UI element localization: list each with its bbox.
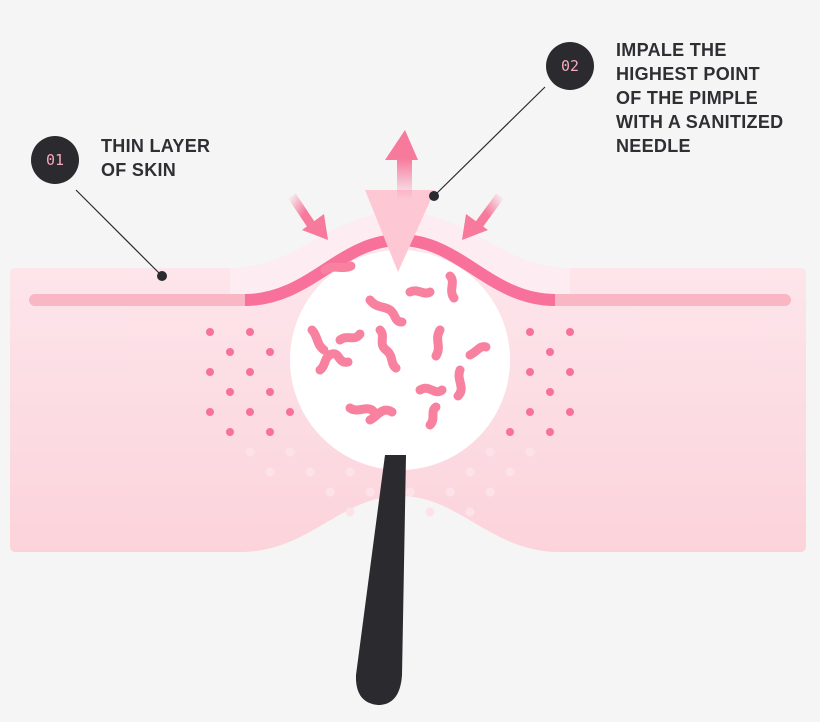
dot [525, 447, 535, 457]
dot [546, 348, 554, 356]
hair-follicle [355, 455, 406, 705]
bacteria-squiggle [405, 286, 435, 298]
needle-icon [365, 190, 435, 272]
dot [226, 348, 234, 356]
pimple-pustule [290, 250, 510, 470]
callout-2-line: HIGHEST POINT [616, 64, 760, 84]
dot [485, 487, 495, 497]
dot [526, 368, 534, 376]
dot [485, 447, 495, 457]
dot [246, 408, 254, 416]
callout-2-leader [433, 86, 546, 197]
dot [566, 328, 574, 336]
bacteria-squiggle [345, 403, 379, 417]
dot [286, 408, 294, 416]
arrow-inward-left-head [302, 214, 328, 240]
bacteria-squiggle [335, 329, 365, 345]
dot [566, 408, 574, 416]
dot [506, 428, 514, 436]
dot [526, 328, 534, 336]
bacteria-squiggle [445, 271, 459, 303]
callout-2-line: OF THE PIMPLE [616, 88, 758, 108]
bacteria-squiggle [465, 342, 491, 360]
dot [266, 348, 274, 356]
callout-2-line: WITH A SANITIZED [616, 112, 784, 132]
dot [305, 467, 315, 477]
dot [266, 428, 274, 436]
arrow-inward-right-head [462, 214, 488, 240]
dot [425, 507, 435, 517]
dot [405, 487, 415, 497]
dot [345, 467, 355, 477]
dot [246, 368, 254, 376]
callout-1-line: THIN LAYER [101, 136, 211, 156]
dot [465, 507, 475, 517]
bacteria-squiggle [365, 295, 407, 327]
dot [546, 428, 554, 436]
dot [265, 467, 275, 477]
dot [206, 368, 214, 376]
bacteria-squiggle [453, 365, 466, 401]
arrow-inward-right-icon [474, 193, 504, 229]
dot [266, 388, 274, 396]
bacteria-squiggle [320, 261, 356, 275]
bacteria-squiggle [307, 325, 329, 355]
bacteria-squiggle [431, 325, 445, 361]
callout-2-text: IMPALE THE HIGHEST POINT OF THE PIMPLE W… [616, 38, 783, 158]
dot [226, 428, 234, 436]
callout-1-dot [157, 271, 167, 281]
bacteria-group [307, 261, 491, 430]
callout-2-dot [429, 191, 439, 201]
arrow-inward-left-icon [288, 193, 316, 229]
dot [285, 447, 295, 457]
dot [526, 408, 534, 416]
callout-2-line: NEEDLE [616, 136, 691, 156]
bacteria-squiggle [375, 325, 401, 373]
callout-1-leader [75, 189, 163, 277]
callout-1-badge: 01 [31, 136, 79, 184]
dot [546, 388, 554, 396]
dot [246, 328, 254, 336]
dot [365, 487, 375, 497]
dot [206, 328, 214, 336]
callout-2-line: IMPALE THE [616, 40, 727, 60]
inflammation-dots [206, 328, 574, 517]
dot [226, 388, 234, 396]
dot [505, 467, 515, 477]
dot [445, 487, 455, 497]
bacteria-squiggle [365, 405, 397, 425]
dot [325, 487, 335, 497]
bacteria-squiggle [415, 383, 447, 397]
bacteria-squiggle [425, 402, 441, 430]
callout-2-badge: 02 [546, 42, 594, 90]
bacteria-squiggle [315, 349, 353, 375]
dot [245, 447, 255, 457]
dot [345, 507, 355, 517]
dot [465, 467, 475, 477]
dot [566, 368, 574, 376]
callout-1-line: OF SKIN [101, 160, 177, 180]
arrow-up-icon [385, 130, 418, 200]
callout-1-text: THIN LAYER OF SKIN [101, 134, 210, 182]
dot [206, 408, 214, 416]
